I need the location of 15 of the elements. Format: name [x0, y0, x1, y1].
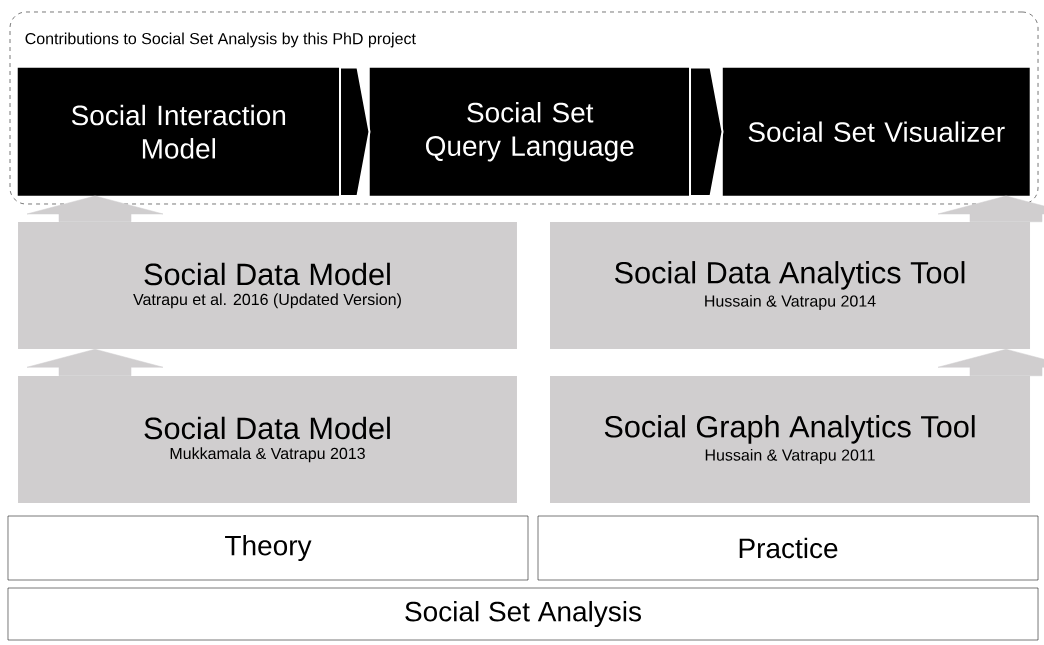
block-arrow: [937, 195, 1044, 223]
block-arrow: [937, 348, 1044, 377]
foundation-box: Social Data Analytics Tool Hussain & Vatrapu 2014: [550, 222, 1030, 349]
node-label: Social Set Query Language: [425, 102, 634, 162]
block-arrow: [26, 195, 164, 223]
base-box: Practice: [537, 515, 1039, 581]
block-arrow: [26, 348, 164, 377]
base-box: Theory: [7, 515, 529, 581]
foundation-box: Social Data Model Vatrapu et al. 2016 (Updated Version): [18, 222, 517, 349]
foundation-box: Social Graph Analytics Tool Hussain & Vatrapu 2011: [550, 376, 1030, 503]
node-label: Social Interaction Model: [71, 104, 286, 159]
base-box: Social Set Analysis: [7, 587, 1039, 641]
chevron-arrow: [689, 66, 724, 197]
chevron-arrow: [339, 66, 371, 197]
foundation-box: Social Data Model Mukkamala & Vatrapu 2013: [18, 376, 517, 503]
